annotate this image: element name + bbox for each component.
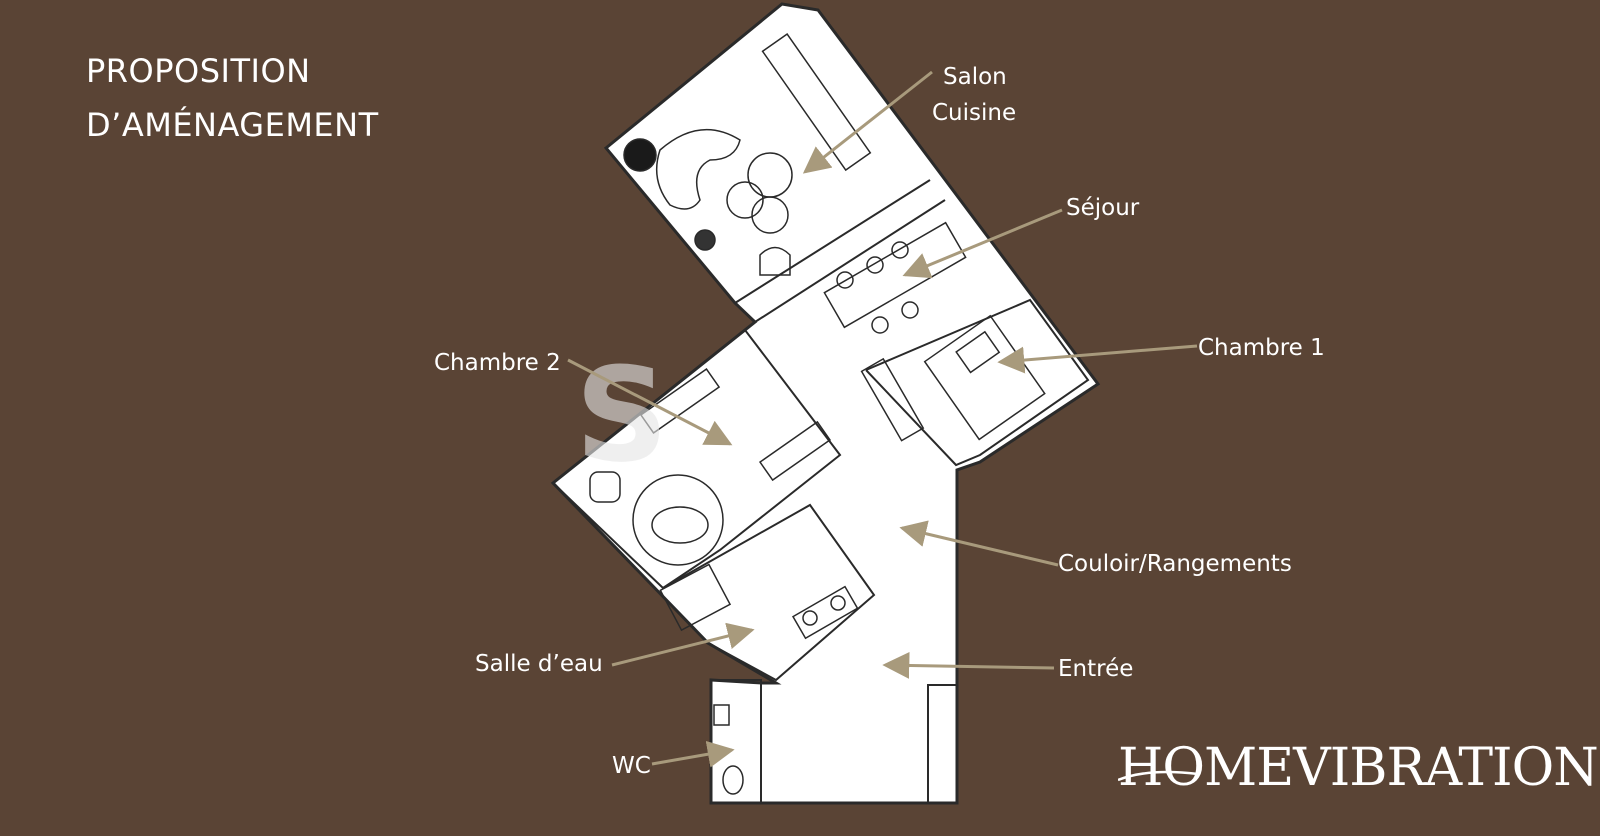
page-title-line-1: PROPOSITION [86, 52, 311, 90]
chair-1 [836, 271, 854, 289]
plant-salon [623, 138, 657, 172]
wall-storage-entree [927, 684, 958, 804]
sink-1 [802, 610, 818, 626]
wall-salle-eau [662, 503, 876, 682]
chair-5 [901, 301, 919, 319]
wc-sink [713, 704, 730, 726]
page-title-line-2: D’AMÉNAGEMENT [86, 106, 379, 144]
chair-4 [871, 316, 889, 334]
label-sejour: Séjour [1066, 195, 1140, 221]
armchair-chambre2 [589, 471, 621, 503]
arrow-chambre2 [567, 358, 733, 446]
arrow-couloir [899, 520, 1059, 567]
label-salle-eau: Salle d’eau [475, 651, 603, 677]
brand-swoosh-icon [1118, 770, 1199, 782]
round-table-chambre2 [632, 474, 724, 566]
arrow-wc [651, 740, 735, 768]
dining-table [823, 221, 967, 329]
plant-small [694, 229, 716, 251]
chair-3 [891, 241, 909, 259]
kitchen-counter [761, 33, 872, 172]
coffee-table [726, 181, 764, 219]
wall-salon-sejour [734, 179, 931, 304]
room-walls [552, 179, 1090, 804]
desk-chambre2 [758, 420, 832, 482]
wardrobe-chambre2 [639, 368, 721, 434]
chair-2 [866, 256, 884, 274]
pillow-1 [955, 330, 1001, 374]
wall-chambre1 [865, 298, 1090, 467]
armchair-salon [759, 246, 791, 276]
wall-salon-sejour-2 [754, 199, 946, 323]
arrow-salle [611, 622, 755, 667]
label-couloir-rangements: Couloir/Rangements [1058, 551, 1292, 577]
arrow-entree [882, 651, 1055, 679]
arrow-sejour [902, 208, 1063, 279]
label-salon: Salon [943, 64, 1007, 90]
arrow-chambre1 [997, 344, 1198, 374]
furniture [589, 33, 1046, 795]
label-entree: Entrée [1058, 656, 1134, 682]
wall-chambre2 [552, 328, 842, 590]
label-chambre-1: Chambre 1 [1198, 335, 1325, 361]
sofa-curved [655, 128, 741, 210]
label-wc: WC [612, 753, 651, 779]
oval-table [651, 506, 709, 544]
watermark-s: S [575, 339, 669, 491]
label-cuisine: Cuisine [932, 100, 1017, 126]
dining-round-table [747, 152, 793, 198]
sofa-chambre1 [860, 357, 925, 442]
brand-logo: HOMEVIBRATIONS [1118, 738, 1600, 798]
arrow-salon [802, 70, 933, 174]
sink-2 [830, 595, 846, 611]
label-chambre-2: Chambre 2 [434, 350, 561, 376]
pointer-arrows [567, 70, 1198, 768]
double-sink [791, 585, 859, 640]
vanity [659, 563, 732, 632]
